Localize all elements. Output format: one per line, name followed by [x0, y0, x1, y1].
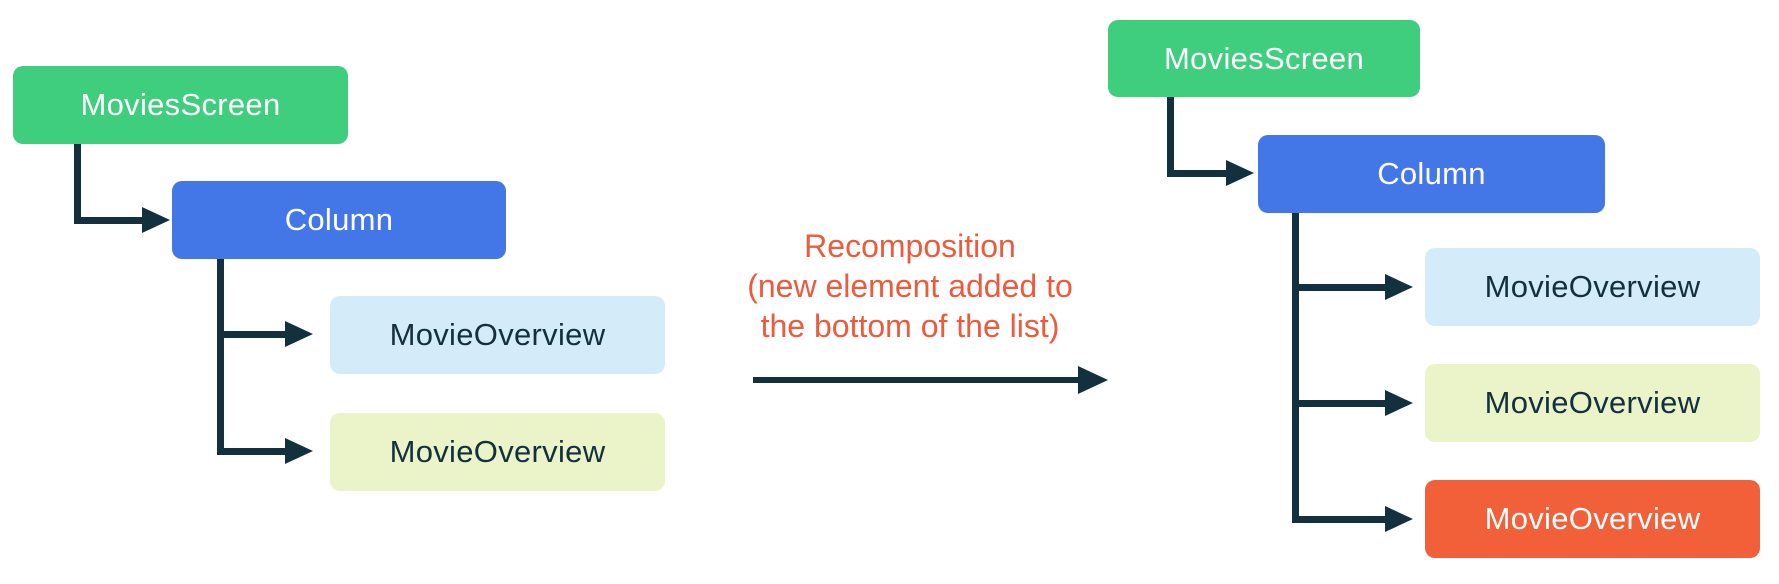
node-moviesscreen: MoviesScreen [1108, 20, 1420, 97]
node-movieoverview-1: MovieOverview [330, 296, 665, 374]
arrowhead-icon [1385, 390, 1413, 416]
connector-line [217, 331, 285, 338]
connector-line [1292, 213, 1299, 523]
connector-line [1292, 284, 1385, 291]
node-column: Column [172, 181, 506, 259]
arrowhead-icon [285, 438, 313, 464]
connector-line [217, 448, 285, 455]
node-movieoverview-2: MovieOverview [1425, 364, 1760, 442]
arrowhead-icon [1385, 274, 1413, 300]
connector-line [1292, 516, 1385, 523]
arrowhead-icon [1226, 160, 1254, 186]
recomposition-label-line3: the bottom of the list) [760, 308, 1060, 344]
node-column: Column [1258, 135, 1605, 213]
arrowhead-icon [285, 321, 313, 347]
connector-line [217, 259, 224, 455]
recomposition-arrow-line [753, 377, 1080, 383]
arrowhead-icon [142, 207, 170, 233]
connector-line [1167, 170, 1226, 177]
node-movieoverview-1: MovieOverview [1425, 248, 1760, 326]
node-moviesscreen: MoviesScreen [13, 66, 348, 144]
connector-line [1292, 400, 1385, 407]
connector-line [1167, 97, 1174, 177]
connector-line [74, 217, 142, 224]
recomposition-label-line1: Recomposition [804, 228, 1016, 264]
arrow-right-icon [1078, 366, 1108, 394]
connector-line [74, 144, 81, 224]
node-movieoverview-2: MovieOverview [330, 413, 665, 491]
node-movieoverview-3-new: MovieOverview [1425, 480, 1760, 558]
arrowhead-icon [1385, 506, 1413, 532]
recomposition-label: Recomposition (new element added to the … [640, 226, 1180, 346]
recomposition-label-line2: (new element added to [747, 268, 1073, 304]
